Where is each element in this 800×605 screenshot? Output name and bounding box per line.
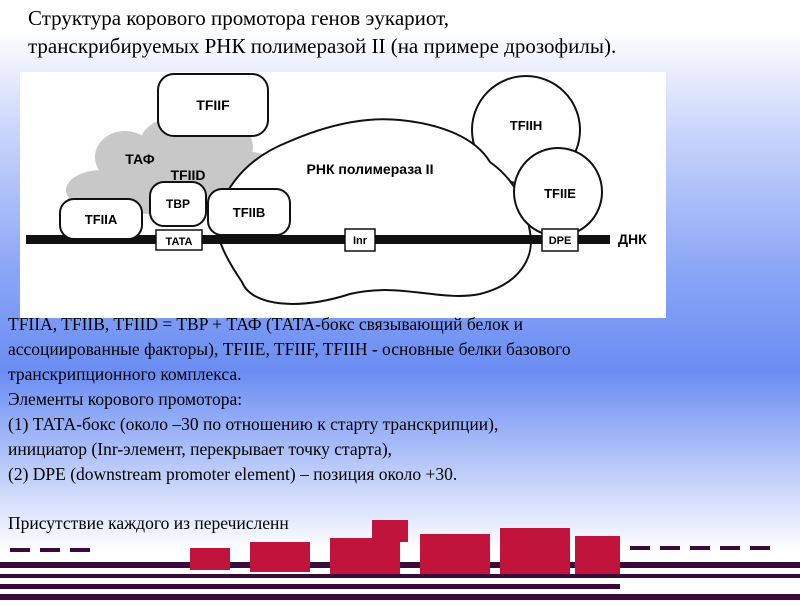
tata-label: TATA (166, 236, 193, 248)
inr-label: Inr (353, 235, 368, 247)
bottom-artifact (0, 518, 800, 600)
artifact-red-2 (250, 542, 310, 572)
tfiib-label: TFIIB (233, 205, 266, 220)
artifact-dash-7 (40, 548, 60, 552)
tfiib-shape (207, 188, 291, 236)
artifact-dash-1 (630, 546, 650, 550)
body-line-6: инициатор (Inr-элемент, перекрывает точк… (8, 439, 393, 459)
tfiid-label: TFIID (171, 167, 206, 183)
polymerase-label: РНК полимераза II (307, 161, 434, 177)
dpe-box (541, 228, 579, 252)
tfiif-label: TFIIF (196, 97, 230, 113)
artifact-dash-4 (720, 546, 740, 550)
tbp-label: TBP (166, 197, 190, 211)
tfiia-label: TFIIA (85, 212, 118, 227)
dna-line (26, 235, 610, 244)
title-line-1: Структура корового промотора генов эукар… (28, 6, 449, 30)
artifact-dash-3 (690, 546, 710, 550)
artifact-red-7 (575, 536, 620, 574)
polymerase-shape (215, 118, 532, 305)
dna-label: ДНК (618, 231, 647, 247)
body-last-line: Присутствие каждого из перечисленн (8, 513, 289, 533)
tbp-shape (149, 181, 207, 227)
artifact-dash-8 (70, 548, 90, 552)
tfiif-shape (157, 73, 269, 137)
body-line-1: TFIIA, TFIIB, TFIID = TBP + ТАФ (ТАТА-бо… (8, 314, 524, 334)
artifact-band-2 (0, 574, 800, 578)
dpe-label: DPE (549, 235, 572, 247)
slide-title: Структура корового промотора генов эукар… (28, 4, 788, 60)
tata-box (155, 229, 203, 251)
artifact-dash-5 (750, 546, 770, 550)
inr-box (344, 228, 376, 252)
body-line-3: транскрипционного комплекса. (8, 364, 242, 384)
body-text: TFIIA, TFIIB, TFIID = TBP + ТАФ (ТАТА-бо… (8, 312, 788, 536)
artifact-dash-6 (10, 548, 30, 552)
artifact-red-6 (500, 528, 570, 574)
artifact-band-4 (0, 594, 800, 600)
promoter-diagram: TFIIF ТАФ TFIID TFIIA TBP TFIIB TATA РНК… (20, 72, 666, 318)
body-line-5: (1) ТАТА-бокс (около –30 по отношению к … (8, 414, 499, 434)
taf-label: ТАФ (125, 151, 154, 167)
artifact-band-3 (0, 584, 620, 589)
body-line-4: Элементы корового промотора: (8, 389, 243, 409)
tfiia-shape (59, 198, 143, 240)
artifact-red-3 (330, 538, 400, 574)
bottom-artifact-svg (0, 520, 800, 600)
tfiih-label: TFIIH (510, 118, 543, 133)
paragraph-gap (8, 487, 788, 511)
tfiie-label: TFIIE (544, 186, 576, 201)
artifact-red-4 (372, 520, 408, 542)
body-line-2: ассоциированные факторы), TFIIE, TFIIF, … (8, 339, 571, 359)
body-line-7: (2) DPE (downstream promoter element) – … (8, 464, 458, 484)
title-line-2: транскрибируемых РНК полимеразой II (на … (28, 34, 617, 58)
artifact-dash-2 (660, 546, 680, 550)
artifact-red-1 (190, 548, 230, 570)
artifact-red-5 (420, 534, 490, 574)
promoter-diagram-svg: TFIIF ТАФ TFIID TFIIA TBP TFIIB TATA РНК… (26, 73, 647, 305)
